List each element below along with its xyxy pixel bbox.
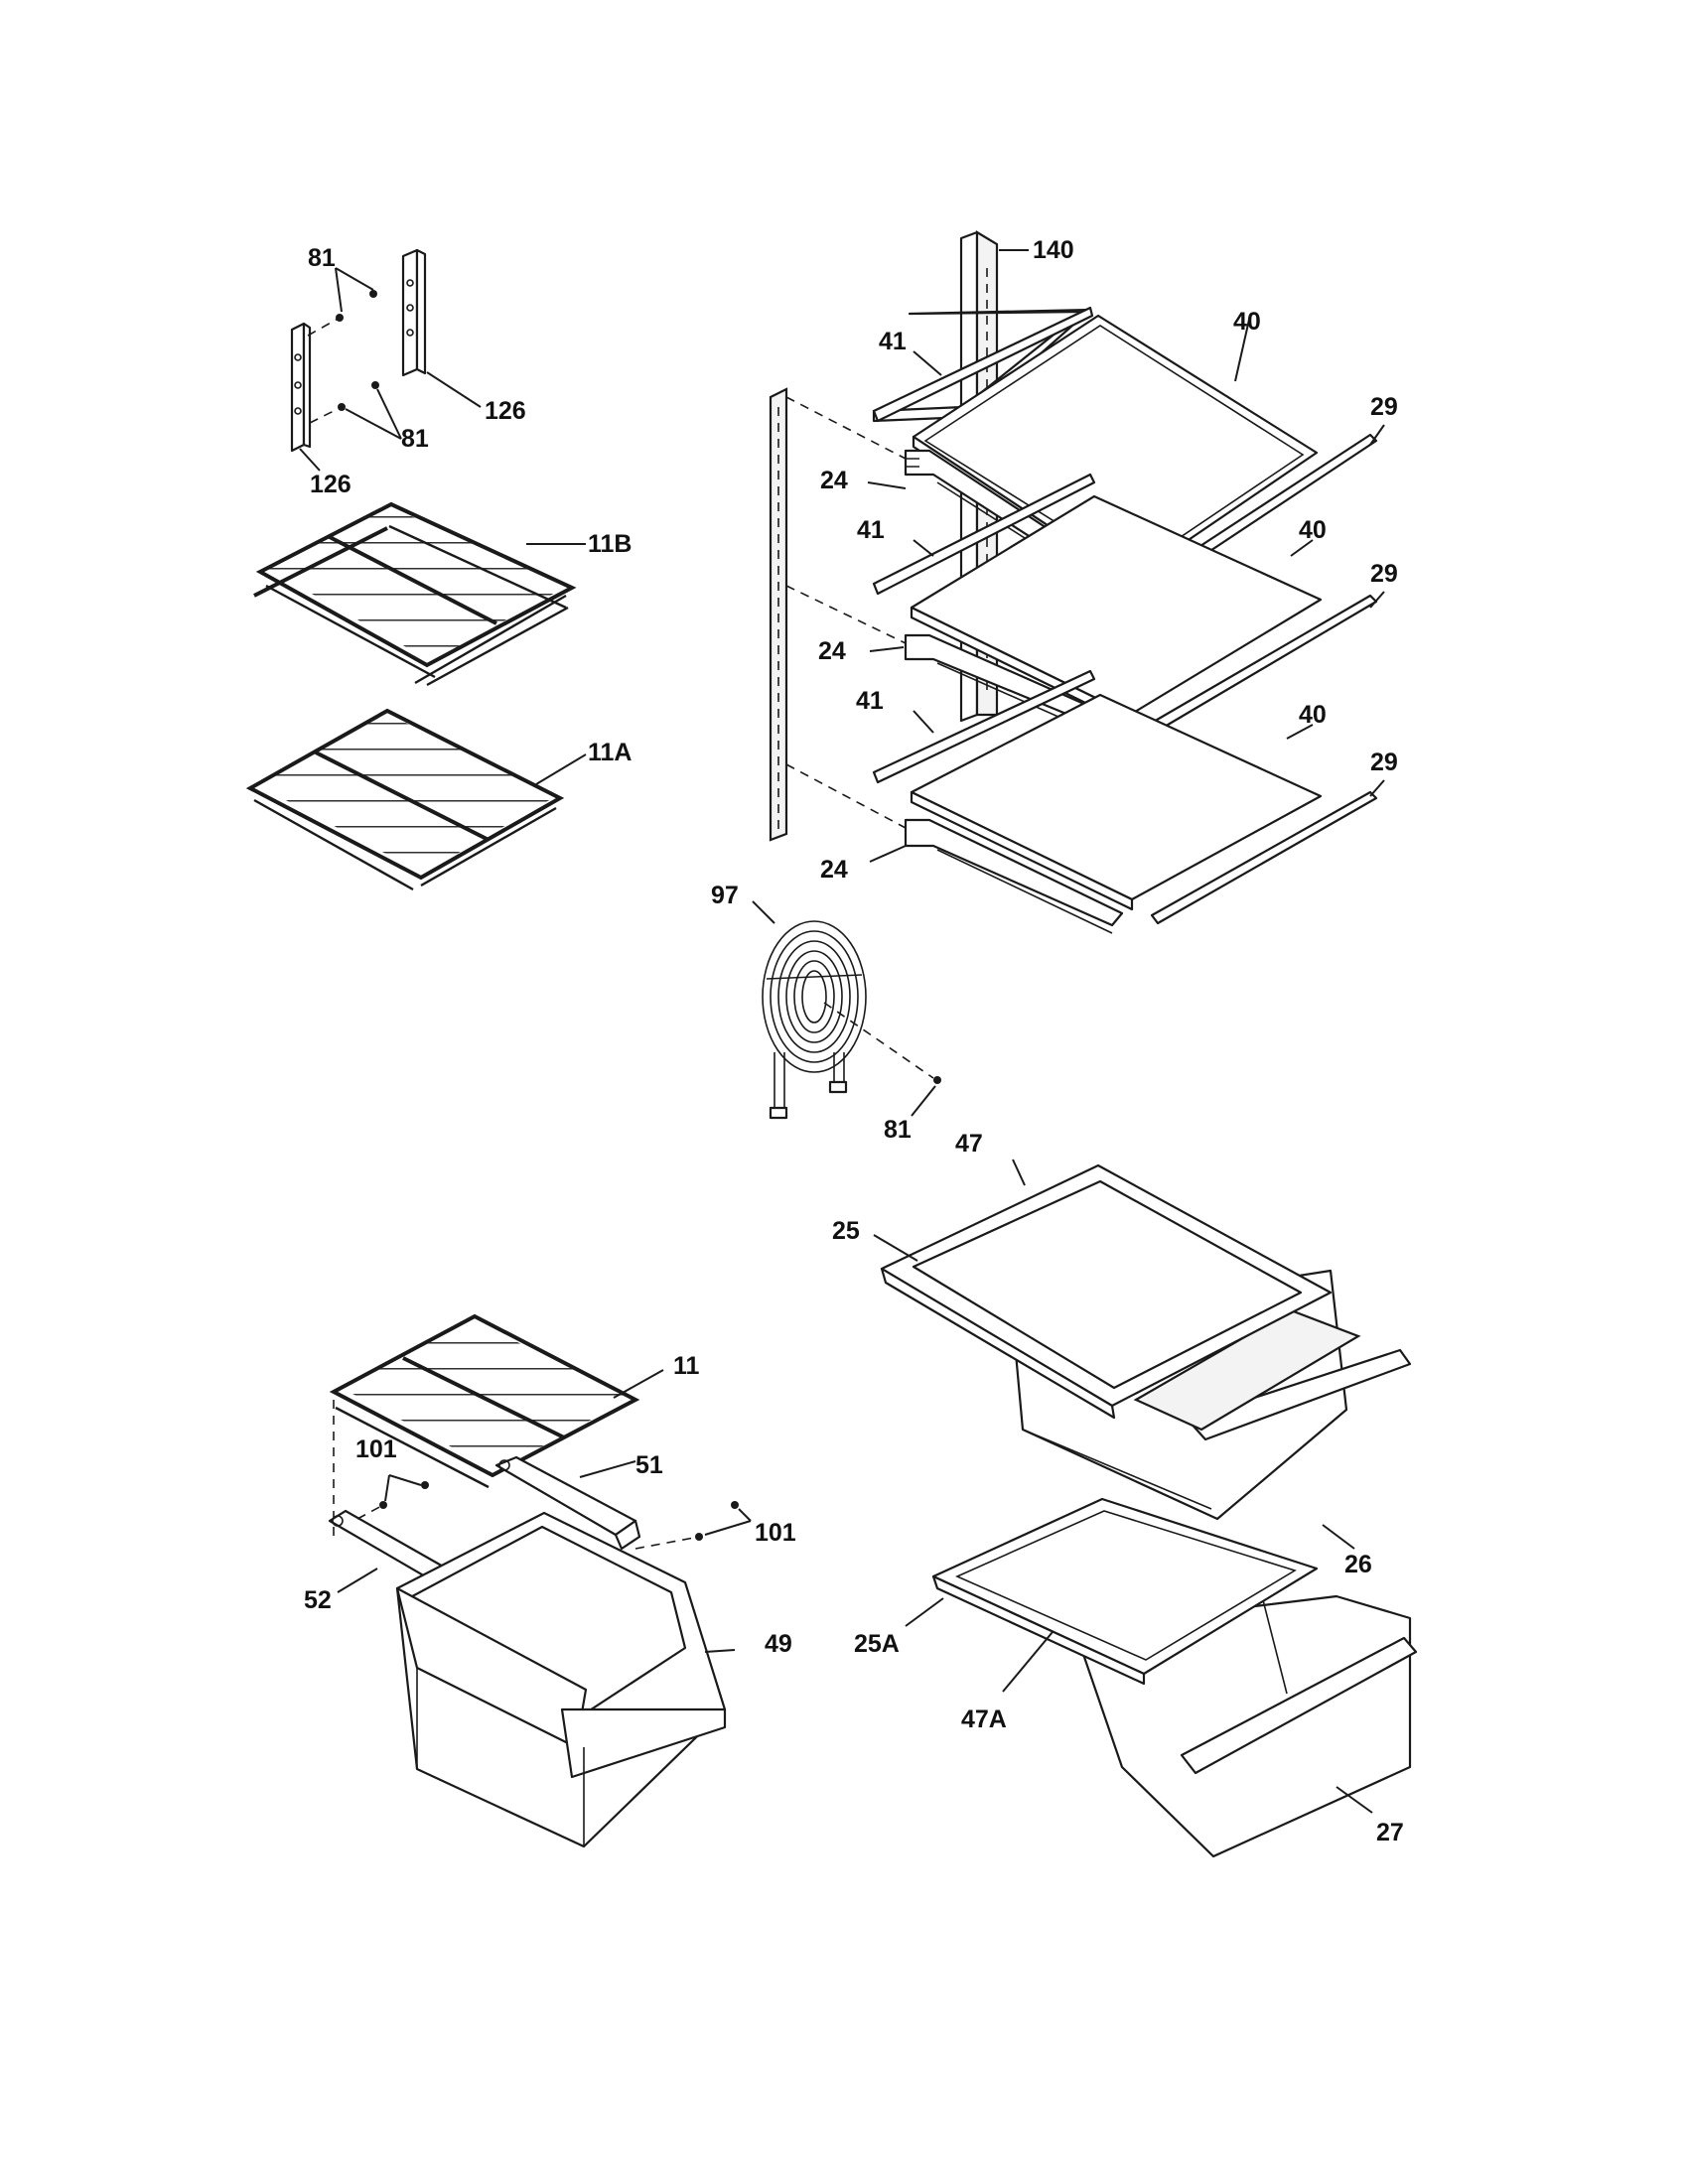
label-29-mid: 29 — [1370, 560, 1398, 588]
screws-81-top — [307, 267, 402, 440]
heater-coil-97 — [762, 920, 941, 1120]
label-41-top: 41 — [879, 328, 907, 355]
label-40-bottom: 40 — [1299, 701, 1327, 729]
wire-shelf-11A — [245, 708, 565, 891]
label-29-top: 29 — [1370, 393, 1398, 421]
part-labels: 140 41 41 41 40 40 40 29 29 29 24 24 24 … — [304, 236, 1404, 1846]
label-140: 140 — [1033, 236, 1074, 264]
label-41-mid: 41 — [857, 516, 885, 544]
label-25: 25 — [832, 1217, 860, 1245]
slide-rail-51 — [494, 1455, 641, 1551]
label-25A: 25A — [854, 1630, 900, 1658]
wire-shelf-11B — [253, 501, 577, 687]
label-24-mid: 24 — [818, 637, 846, 665]
label-41-bottom: 41 — [856, 687, 884, 715]
label-81-mid: 81 — [401, 425, 429, 453]
label-101-right: 101 — [755, 1519, 796, 1547]
label-97: 97 — [711, 882, 739, 909]
screws-101 — [356, 1481, 739, 1550]
label-26: 26 — [1344, 1551, 1372, 1578]
label-11A: 11A — [588, 739, 632, 766]
label-81-top: 81 — [308, 244, 336, 272]
shelf-assembly-2 — [785, 473, 1378, 742]
shelf-assembly-3 — [785, 669, 1378, 934]
label-51: 51 — [635, 1451, 663, 1479]
wire-shelf-11 — [329, 1313, 640, 1537]
crisper-cover-25 — [880, 1163, 1333, 1420]
bracket-126-left — [290, 322, 312, 453]
drawer-49 — [395, 1511, 727, 1848]
label-27: 27 — [1376, 1819, 1404, 1846]
label-101-left: 101 — [355, 1435, 397, 1463]
label-126-right: 126 — [485, 397, 526, 425]
label-29-bottom: 29 — [1370, 749, 1398, 776]
label-24-bottom: 24 — [820, 856, 848, 884]
label-47: 47 — [955, 1130, 983, 1158]
label-11: 11 — [673, 1352, 700, 1380]
crisper-cover-25A — [931, 1497, 1319, 1686]
label-47A: 47A — [961, 1706, 1007, 1733]
label-81-coil: 81 — [884, 1116, 912, 1144]
label-11B: 11B — [588, 530, 632, 558]
label-126-left: 126 — [310, 471, 352, 498]
label-52: 52 — [304, 1586, 332, 1614]
rail-perforated-left — [769, 387, 788, 842]
label-40-top: 40 — [1233, 308, 1261, 336]
label-40-mid: 40 — [1299, 516, 1327, 544]
label-49: 49 — [765, 1630, 792, 1658]
bracket-126-right — [401, 248, 427, 377]
label-24-top: 24 — [820, 467, 848, 494]
